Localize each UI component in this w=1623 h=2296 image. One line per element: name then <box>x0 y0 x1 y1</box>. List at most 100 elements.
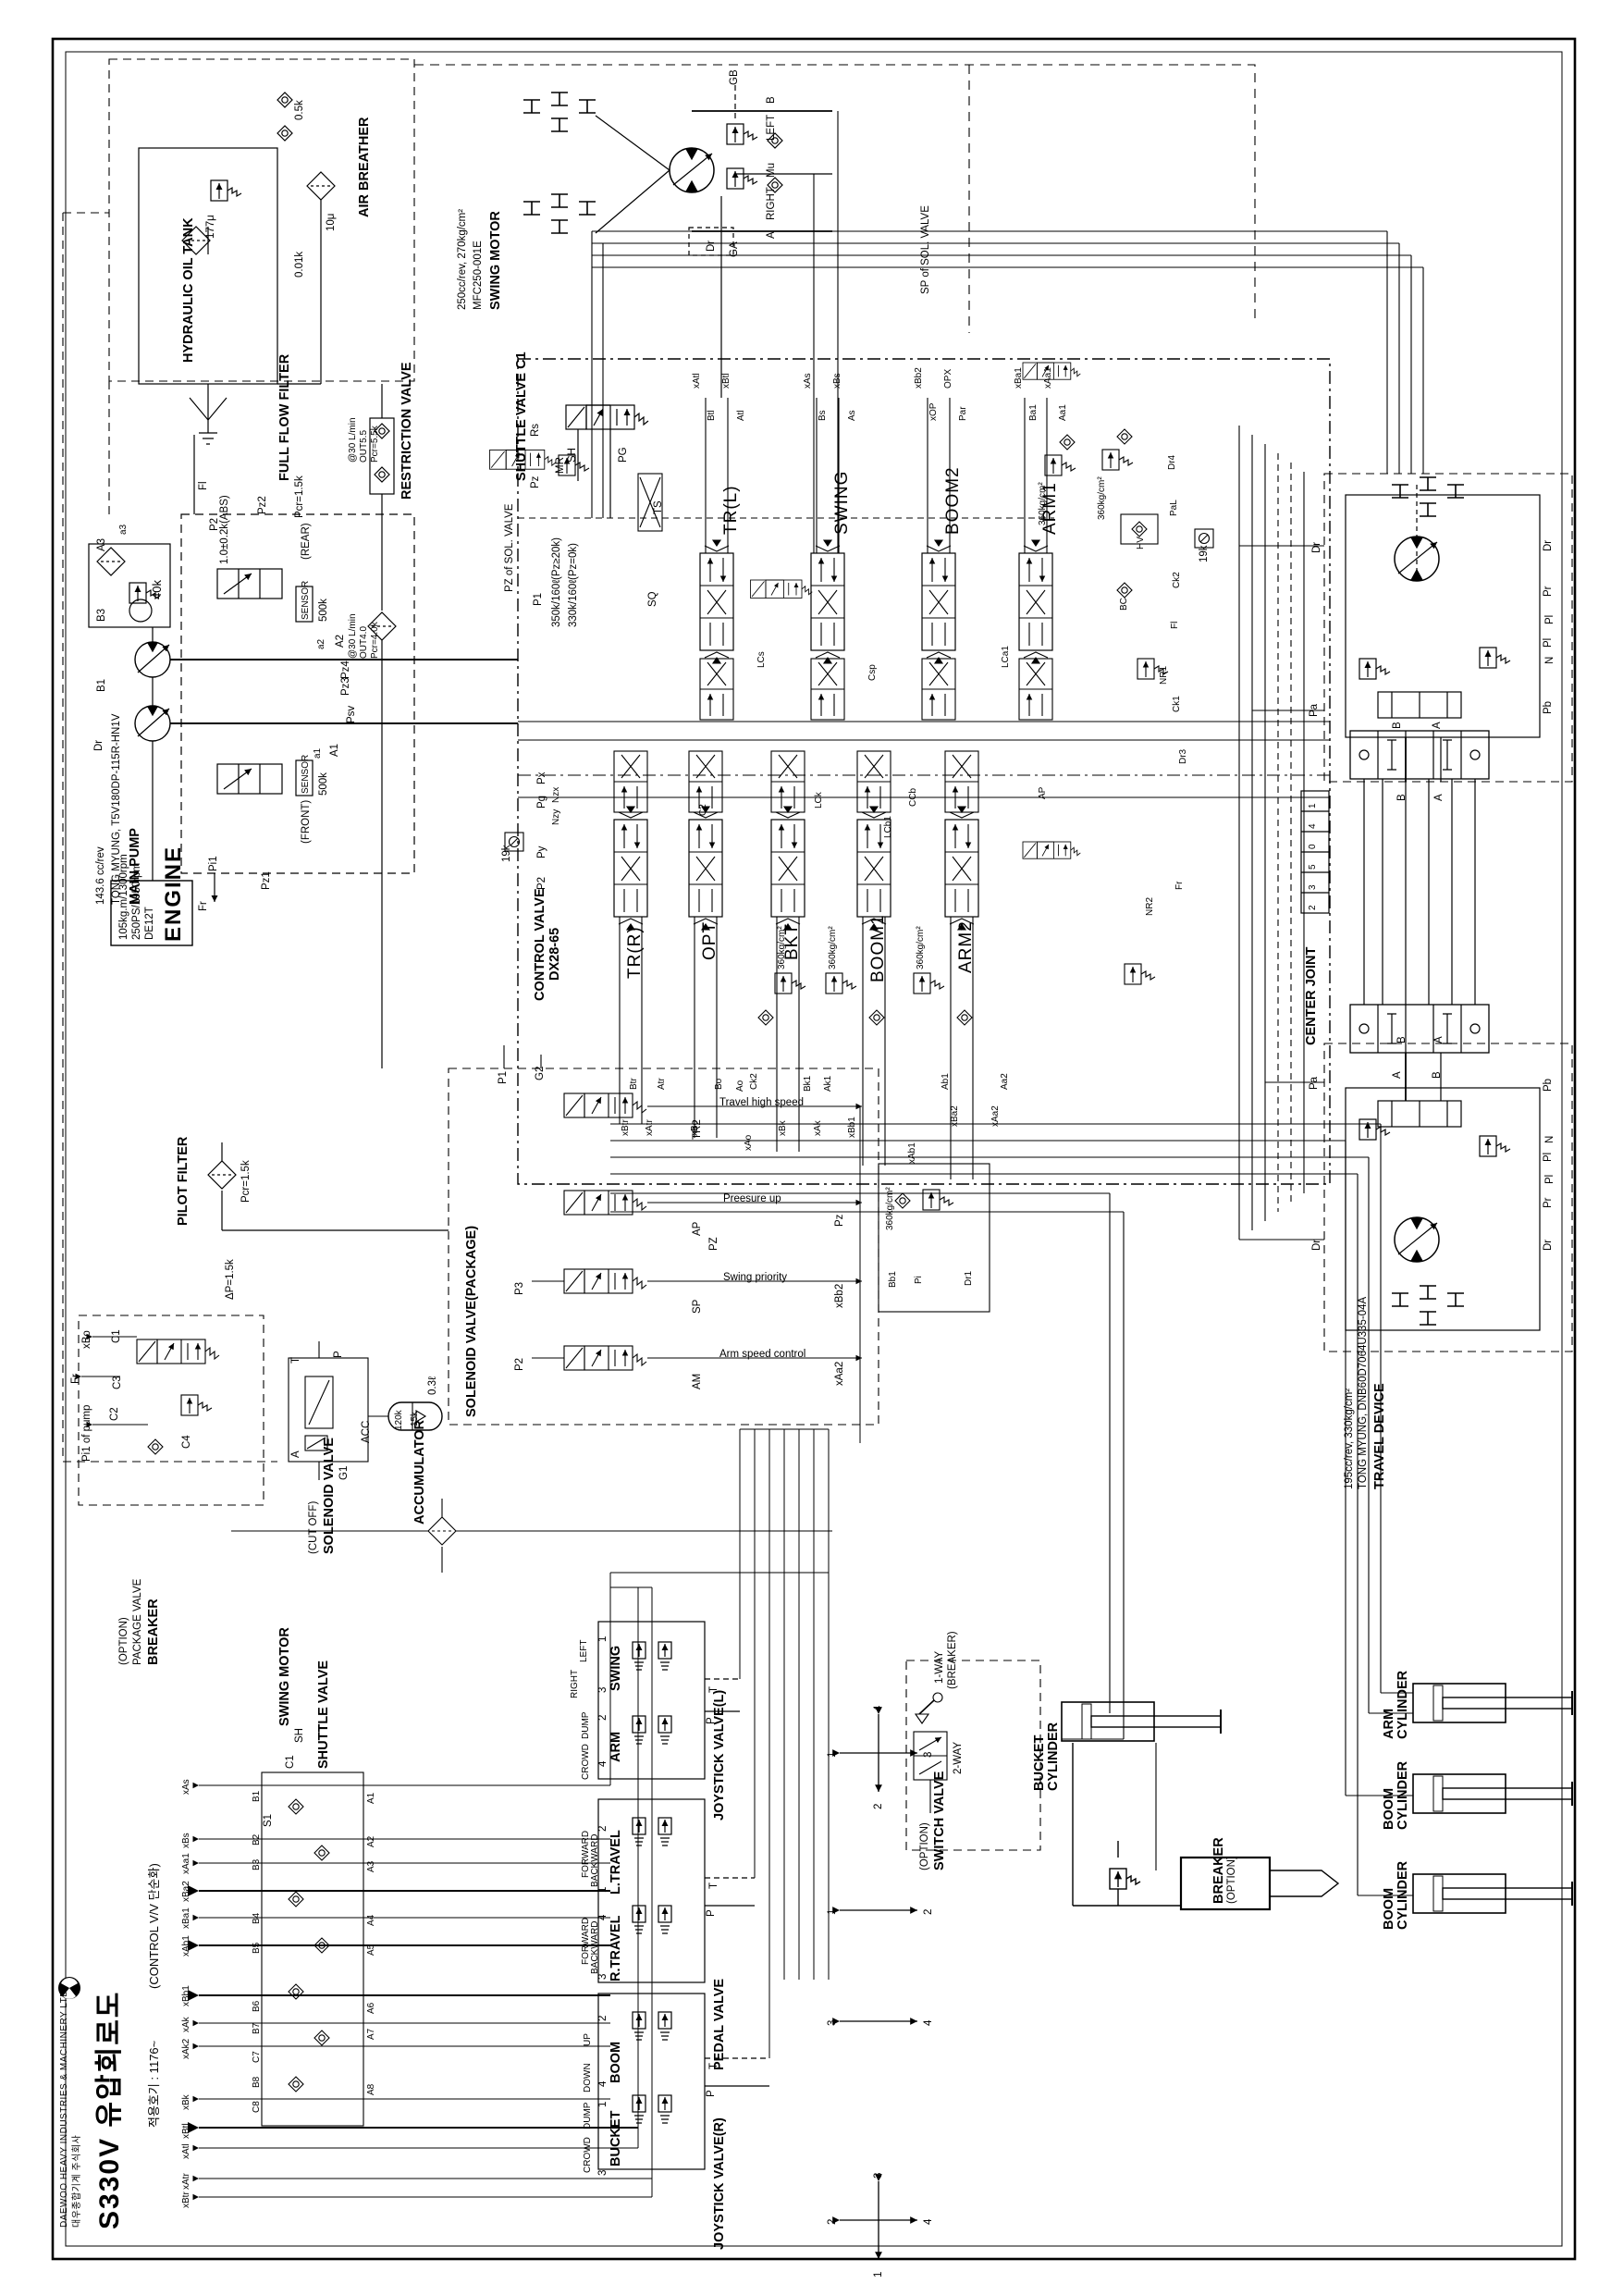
label-center-joint: CENTER JOINT <box>1304 946 1319 1045</box>
label-joyl-t: T <box>708 1685 719 1693</box>
pilot-bus-lines <box>609 1106 861 2197</box>
label-bpv-fr: Fr <box>70 1374 81 1384</box>
label-sb-a3: A3 <box>366 1860 376 1872</box>
label-sig-xba2: xBa2 <box>181 1881 191 1902</box>
label-pilot-pcr: Pcr=1.5k <box>240 1160 252 1203</box>
label-pkg-am: AM <box>692 1373 703 1389</box>
label-tb-drr: Dr <box>1543 1239 1554 1251</box>
label-sw-name: SWITCH VALVE <box>932 1771 947 1870</box>
label-sec-trl: TR(L) <box>721 485 741 535</box>
label-sec-swing: SWING <box>832 470 852 535</box>
label-out40: OUT4.0 <box>359 625 369 659</box>
label-pump-p2: P2 <box>209 517 220 531</box>
label-sw-breaker: (BREAKER) <box>947 1631 958 1689</box>
label-c3-l: 3 <box>827 2019 838 2026</box>
label-swing-model: MFC250-001E <box>473 241 484 310</box>
label-bpv-xbo: xBo <box>81 1330 92 1349</box>
label-pkg-sp: SP <box>692 1299 703 1314</box>
label-joyr-p: P <box>706 2090 717 2097</box>
label-joyr-3: 3 <box>597 2169 609 2176</box>
label-dr4: Dr4 <box>1167 454 1177 470</box>
label-tb-pl2: Pl <box>1544 1174 1555 1184</box>
label-sw-2way: 2-WAY <box>953 1741 964 1774</box>
label-sw-option: (OPTION) <box>919 1822 930 1870</box>
label-sig-xas: xAs <box>181 1779 191 1795</box>
label-sb-a4: A4 <box>366 1914 376 1926</box>
label-sheet-title: S330V 유압회로도 <box>94 1990 125 2229</box>
label-sb-sh: SH <box>294 1728 305 1743</box>
label-ab1: Ab1 <box>941 1073 951 1090</box>
label-hv: HV <box>1136 537 1146 549</box>
label-bpv-1: BREAKER <box>146 1599 161 1665</box>
label-xatl: xAtl <box>692 373 702 389</box>
label-mu: Mu <box>766 163 777 178</box>
label-ao: Ao <box>735 1080 745 1092</box>
label-xop: xOP <box>928 402 939 421</box>
label-pkg-xaa2: xAa2 <box>834 1361 845 1386</box>
label-cj-a2: A <box>1392 1071 1403 1079</box>
label-sb-b6: B6 <box>252 2000 262 2012</box>
label-sig-xbtr: xBtr <box>181 2191 191 2208</box>
label-pump-dr: Dr <box>93 739 105 751</box>
breaker-option <box>1072 1743 1340 1911</box>
label-pump-disp: 143.6 cc/rev <box>95 846 106 905</box>
label-pkg-p3: P3 <box>514 1281 525 1295</box>
label-pedal-bw2: BACKWARD <box>590 1920 600 1974</box>
label-tb-pb: Pb <box>1543 1078 1554 1092</box>
label-a3: A3 <box>96 537 107 551</box>
label-arm-cyl-2: CYLINDER <box>1396 1670 1410 1739</box>
label-sig-xaa1: xAa1 <box>181 1853 191 1874</box>
label-full-flow-filter: FULL FLOW FILTER <box>277 353 292 481</box>
label-swing-motor: SWING MOTOR <box>488 211 503 310</box>
label-gb: GB <box>729 69 740 85</box>
label-swing-priority: Swing priority <box>723 1272 788 1283</box>
label-c1-r: 3 <box>923 1751 934 1758</box>
label-rs: Rs <box>530 423 541 437</box>
label-pzsol: PZ of SOL. VALVE <box>504 503 515 592</box>
label-sb-c1: C1 <box>285 1755 296 1769</box>
label-engine-power: 250PS/1950rpm <box>131 862 142 940</box>
label-cv-p2: P2 <box>536 876 547 890</box>
label-joyl-right: RIGHT <box>570 1669 580 1698</box>
label-bucket-cyl-2: CYLINDER <box>1046 1722 1061 1791</box>
label-sb-c7: C7 <box>252 2051 262 2063</box>
label-b1: B1 <box>96 678 107 692</box>
label-sec-opt: OPT <box>700 920 719 960</box>
label-joyl-name: JOYSTICK VALVE(L) <box>712 1689 727 1821</box>
label-tt-n: N <box>1544 656 1555 664</box>
label-applicable: 적용호기 : 1176~ <box>147 2040 161 2128</box>
label-bb1: Bb1 <box>888 1271 898 1288</box>
label-10u: 10μ <box>326 213 337 231</box>
label-flow55: @30 L/min <box>348 417 358 463</box>
label-boom-cyl1-2: CYLINDER <box>1396 1760 1410 1830</box>
label-xab1: xAb1 <box>907 1142 917 1164</box>
label-c1-d: 2 <box>873 1803 884 1809</box>
label-bs: Bs <box>818 410 828 421</box>
label-sol-pkg: SOLENOID VALVE(PACKAGE) <box>464 1225 479 1417</box>
label-acc-120k: 120k <box>394 1410 404 1430</box>
label-pkg-g2: G2 <box>535 1066 546 1080</box>
label-sig-xbs: xBs <box>181 1833 191 1848</box>
label-joyr-crowd: CROWD <box>583 2137 593 2173</box>
label-177u: 177μ <box>205 215 216 239</box>
label-pi: Pi <box>914 1276 924 1284</box>
label-xba2: xBa2 <box>950 1105 960 1127</box>
label-cj-a1: A <box>1432 722 1443 729</box>
label-sb-a1: A1 <box>366 1792 376 1804</box>
label-spsol: SP of SOL. VALVE <box>920 205 931 294</box>
label-cutoff-acc: ACC <box>361 1420 372 1443</box>
label-atl: Atl <box>736 410 746 421</box>
label-sq: SQ <box>647 591 658 607</box>
label-cutoff-g1: G1 <box>338 1465 350 1480</box>
label-btl: Btl <box>707 410 717 421</box>
label-joyl-1: 1 <box>597 1636 609 1642</box>
label-360b: 360kg/cm² <box>1097 476 1107 520</box>
label-pkg-xbb2: xBb2 <box>834 1283 845 1308</box>
label-sw-1way: 1-WAY <box>934 1650 945 1684</box>
label-sensor2: SENSOR <box>301 754 311 794</box>
label-a3s: a3 <box>118 524 129 535</box>
label-ga: GA <box>729 241 740 257</box>
label-sig-xatl: xAtl <box>181 2143 191 2159</box>
